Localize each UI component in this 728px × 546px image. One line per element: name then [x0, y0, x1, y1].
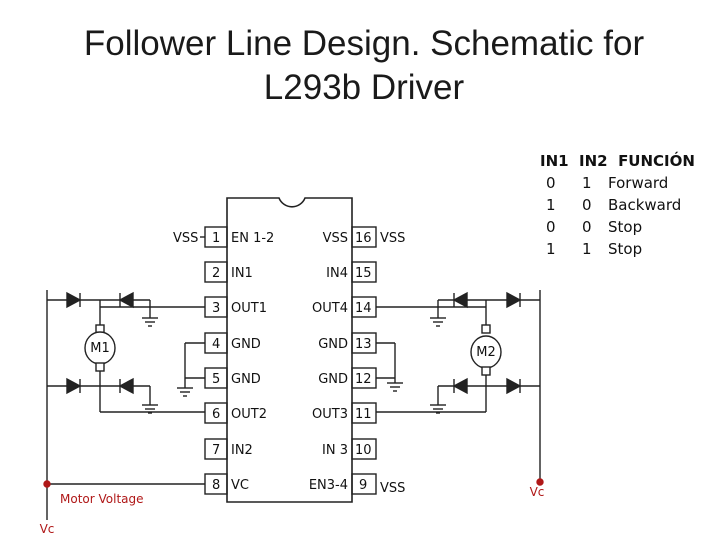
pin-4-number: 4 [212, 337, 220, 352]
vc-right-label: Vc [530, 485, 545, 499]
pin-14-name: OUT4 [312, 301, 348, 316]
left-motor-circuit [46, 236, 205, 520]
pin-4-name: GND [231, 337, 261, 352]
vss-pin-16-label: VSS [380, 231, 405, 246]
pin-11-name: OUT3 [312, 407, 348, 422]
pin-5-name: GND [231, 372, 261, 387]
pin-3-number: 3 [212, 301, 220, 316]
cell-in2: 1 [582, 240, 592, 258]
truth-table-header: IN1 IN2 FUNCIÓN [540, 150, 695, 172]
pin-1-number: 1 [212, 231, 220, 246]
cell-in1: 1 [546, 240, 556, 258]
pin-8-name: VC [231, 478, 249, 493]
truth-table-row: 0 0 Stop [540, 216, 695, 238]
pin-12-number: 12 [355, 372, 372, 387]
pin-6-name: OUT2 [231, 407, 267, 422]
pin-2-name: IN1 [231, 266, 253, 281]
cell-function: Backward [608, 196, 682, 214]
pin-16-name: VSS [323, 231, 348, 246]
header-function: FUNCIÓN [618, 152, 695, 170]
truth-table-row: 0 1 Forward [540, 172, 695, 194]
pin-2-number: 2 [212, 266, 220, 281]
pin-14-number: 14 [355, 301, 372, 316]
header-in2: IN2 [579, 152, 608, 170]
vc-left-label: Vc [40, 522, 55, 536]
pin-9-name: EN3-4 [309, 478, 348, 493]
cell-function: Stop [608, 218, 643, 236]
pin-7-name: IN2 [231, 443, 253, 458]
pin-12-name: GND [318, 372, 348, 387]
cell-in2: 0 [582, 196, 592, 214]
pin-6-number: 6 [212, 407, 220, 422]
right-motor-circuit [376, 290, 541, 480]
header-in1: IN1 [540, 152, 569, 170]
pin-1-name: EN 1-2 [231, 231, 274, 246]
pin-3-name: OUT1 [231, 301, 267, 316]
pin-10-number: 10 [355, 443, 372, 458]
cell-in2: 0 [582, 218, 592, 236]
motor-voltage-node [43, 480, 51, 488]
motor-voltage-label: Motor Voltage [60, 492, 144, 506]
cell-function: Stop [608, 240, 643, 258]
pin-11-number: 11 [355, 407, 372, 422]
pin-15-number: 15 [355, 266, 372, 281]
chip-body [226, 197, 353, 503]
motor-m2-label: M2 [476, 345, 496, 360]
cell-function: Forward [608, 174, 669, 192]
pin-15-name: IN4 [326, 266, 348, 281]
vc-right-node [536, 478, 544, 486]
pin-9-number: 9 [359, 478, 367, 493]
pin-5-number: 5 [212, 372, 220, 387]
title-line-1: Follower Line Design. Schematic for [83, 24, 645, 63]
truth-table-row: 1 1 Stop [540, 238, 695, 260]
vss-pin-9-label: VSS [380, 481, 405, 496]
title-line-2: L293b Driver [263, 68, 465, 107]
truth-table-row: 1 0 Backward [540, 194, 695, 216]
slide-title: Follower Line Design. Schematic for L293… [0, 22, 728, 110]
cell-in1: 0 [546, 218, 556, 236]
pin-8-number: 8 [212, 478, 220, 493]
pin-13-name: GND [318, 337, 348, 352]
pin-10-name: IN 3 [322, 443, 348, 458]
cell-in2: 1 [582, 174, 592, 192]
motor-m1-label: M1 [90, 341, 110, 356]
pin-13-number: 13 [355, 337, 372, 352]
pin-16-number: 16 [355, 231, 372, 246]
vss-pin-1-label: VSS [173, 231, 198, 246]
cell-in1: 1 [546, 196, 556, 214]
pin-7-number: 7 [212, 443, 220, 458]
cell-in1: 0 [546, 174, 556, 192]
